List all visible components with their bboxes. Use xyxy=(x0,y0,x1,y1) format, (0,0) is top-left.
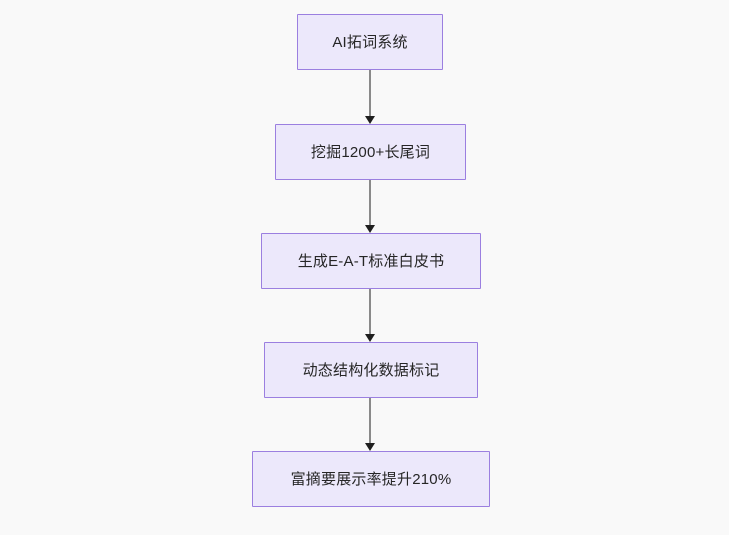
edge-n2-n3 xyxy=(365,180,375,233)
edge-line xyxy=(369,180,371,226)
flow-node-dynamic-structured-data[interactable]: 动态结构化数据标记 xyxy=(264,342,478,398)
flow-node-label: 富摘要展示率提升210% xyxy=(290,470,452,488)
arrowhead-icon xyxy=(365,225,375,233)
edge-n4-n5 xyxy=(365,398,375,451)
flow-node-label: AI拓词系统 xyxy=(332,33,408,51)
flow-node-rich-snippet-uplift[interactable]: 富摘要展示率提升210% xyxy=(252,451,490,507)
edge-line xyxy=(369,289,371,335)
flow-node-label: 动态结构化数据标记 xyxy=(302,361,440,379)
flow-node-label: 挖掘1200+长尾词 xyxy=(310,143,431,161)
edge-line xyxy=(369,398,371,444)
arrowhead-icon xyxy=(365,443,375,451)
arrowhead-icon xyxy=(365,116,375,124)
edge-n3-n4 xyxy=(365,289,375,342)
flow-node-mine-longtail-keywords[interactable]: 挖掘1200+长尾词 xyxy=(275,124,466,180)
flow-node-label: 生成E-A-T标准白皮书 xyxy=(297,252,445,270)
flow-node-generate-eat-whitepaper[interactable]: 生成E-A-T标准白皮书 xyxy=(261,233,481,289)
flow-node-ai-keyword-system[interactable]: AI拓词系统 xyxy=(297,14,443,70)
edge-line xyxy=(369,70,371,117)
arrowhead-icon xyxy=(365,334,375,342)
edge-n1-n2 xyxy=(365,70,375,124)
